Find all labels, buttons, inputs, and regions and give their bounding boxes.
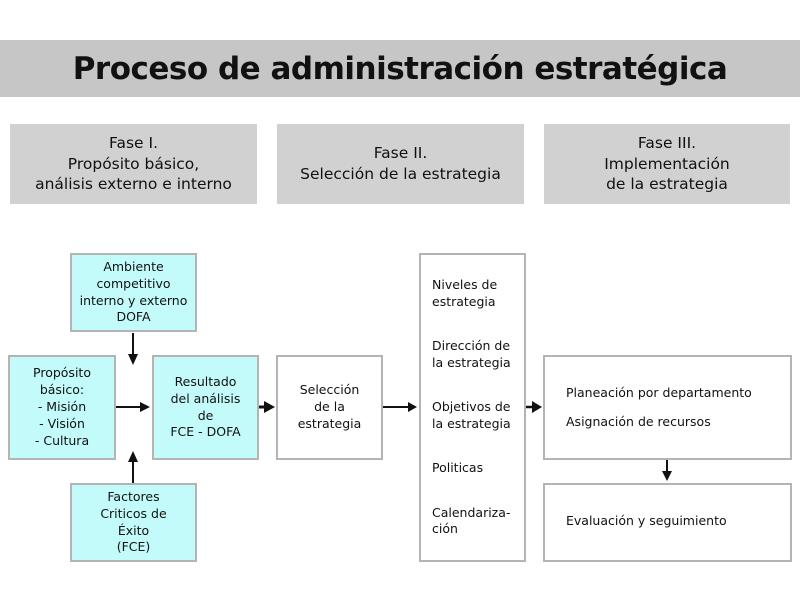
list-item: Calendariza- ción (432, 504, 511, 537)
resultado-box: Resultado del análisis de FCE - DOFA (152, 355, 259, 460)
list-item: Dirección de la estrategia (432, 337, 511, 370)
implementacion-box: Planeación por departamento Asignación d… (543, 355, 792, 460)
phase-1-header: Fase I. Propósito básico, análisis exter… (10, 124, 257, 204)
strategy-list-box: Niveles de estrategia Dirección de la es… (419, 253, 526, 562)
list-item: Asignación de recursos (566, 413, 711, 429)
proposito-box: Propósito básico: - Misión - Visión - Cu… (8, 355, 116, 460)
phase-3-header: Fase III. Implementación de la estrategi… (544, 124, 790, 204)
list-item: Politicas (432, 460, 484, 476)
ambiente-box: Ambiente competitivo interno y externo D… (70, 253, 197, 332)
factores-box: Factores Criticos de Éxito (FCE) (70, 483, 197, 562)
evaluacion-box: Evaluación y seguimiento (543, 483, 792, 562)
list-item: Evaluación y seguimiento (566, 513, 727, 529)
list-item: Niveles de estrategia (432, 276, 498, 309)
page-title: Proceso de administración estratégica (0, 40, 800, 97)
list-item: Planeación por departamento (566, 384, 752, 400)
seleccion-box: Selección de la estrategia (276, 355, 383, 460)
phase-2-header: Fase II. Selección de la estrategia (277, 124, 524, 204)
list-item: Objetivos de la estrategia (432, 399, 511, 431)
